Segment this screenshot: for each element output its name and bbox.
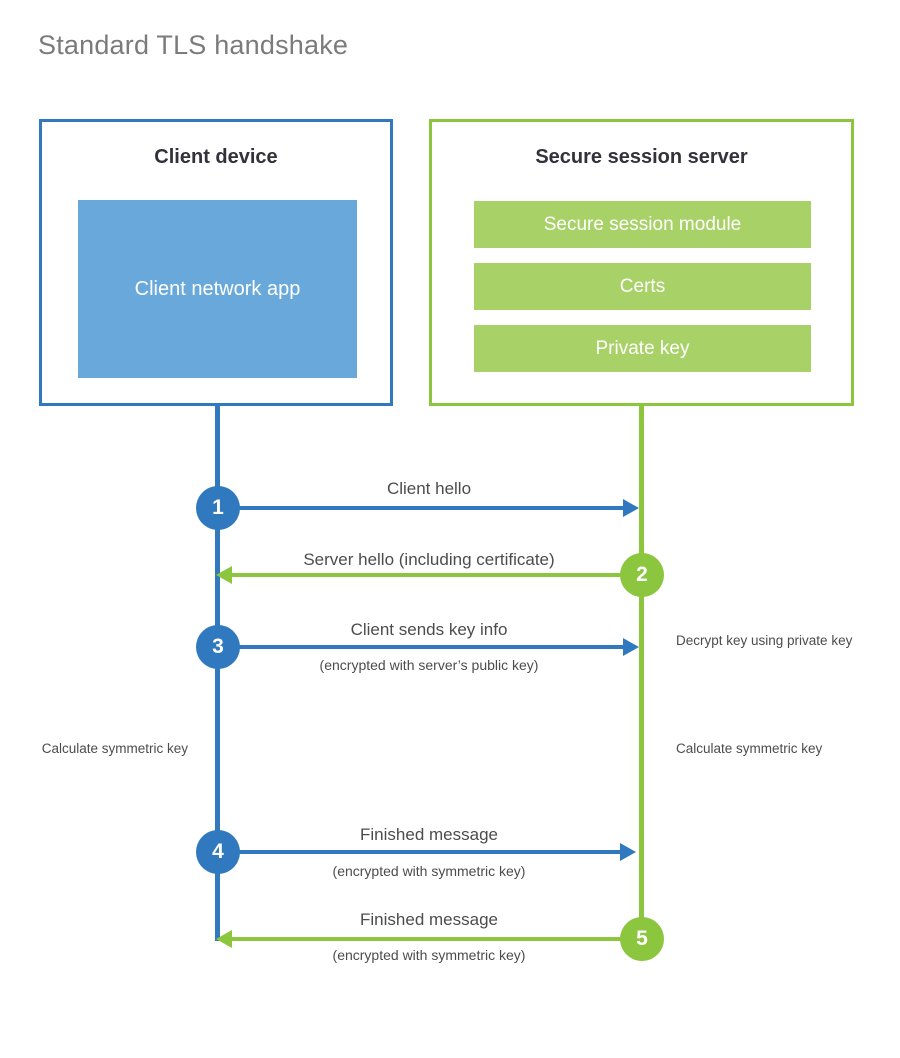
server-lifeline (639, 405, 644, 941)
step-4-arrow-line (218, 850, 622, 854)
step-1-arrow-head-right-icon (623, 499, 639, 517)
client-network-app-box: Client network app (78, 200, 357, 378)
step-5-arrow-head-left-icon (216, 930, 232, 948)
server-component-label: Secure session module (543, 213, 742, 235)
step-3-message-sublabel: (encrypted with server’s public key) (319, 657, 539, 673)
step-1-arrow-line (218, 506, 625, 510)
note-client-calculate-symmetric-key: Calculate symmetric key (41, 741, 188, 756)
step-1-message-label: Client hello (386, 479, 472, 498)
client-device-panel: Client device Client network app (39, 119, 393, 406)
client-network-app-label: Client network app (134, 277, 301, 300)
step-4-arrow-head-right-icon (620, 843, 636, 861)
step-3-message-label: Client sends key info (350, 620, 508, 639)
note-decrypt-key: Decrypt key using private key (676, 633, 853, 648)
step-4-message-sublabel: (encrypted with symmetric key) (332, 863, 526, 879)
note-server-calculate-symmetric-key: Calculate symmetric key (676, 741, 823, 756)
step-2-arrow-line (232, 573, 627, 577)
step-5-message-sublabel: (encrypted with symmetric key) (332, 947, 526, 963)
server-component-label: Private key (595, 337, 690, 359)
server-component-label: Certs (619, 275, 666, 297)
step-4-message-label: Finished message (360, 825, 498, 844)
secure-session-server-panel: Secure session server Secure session mod… (429, 119, 854, 406)
step-4-number-badge: 4 (196, 830, 240, 874)
page-title: Standard TLS handshake (38, 30, 349, 60)
server-component-secure-session-module: Secure session module (474, 201, 811, 248)
client-device-title: Client device (154, 146, 278, 168)
step-3-arrow-head-right-icon (623, 638, 639, 656)
client-lifeline (215, 405, 220, 941)
step-2-arrow-head-left-icon (216, 566, 232, 584)
server-component-private-key: Private key (474, 325, 811, 372)
step-5-message-label: Finished message (360, 910, 498, 929)
step-3-arrow-line (218, 645, 625, 649)
step-1-number-badge: 1 (196, 486, 240, 530)
secure-session-server-title: Secure session server (535, 146, 748, 168)
server-component-certs: Certs (474, 263, 811, 310)
step-2-message-label: Server hello (including certificate) (303, 550, 555, 569)
step-2-number-badge: 2 (620, 553, 664, 597)
step-5-arrow-line (232, 937, 627, 941)
step-3-number-badge: 3 (196, 625, 240, 669)
step-5-number-badge: 5 (620, 917, 664, 961)
